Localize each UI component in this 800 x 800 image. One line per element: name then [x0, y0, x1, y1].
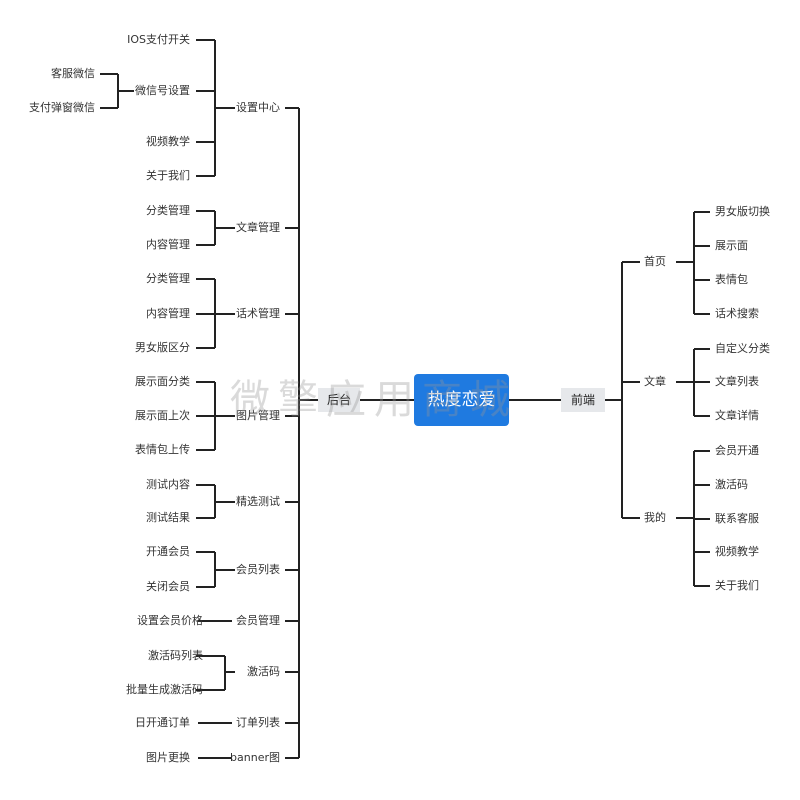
- backend-item[interactable]: 图片更换: [146, 751, 190, 764]
- backend-item[interactable]: 展示面分类: [135, 375, 190, 388]
- backend-item[interactable]: 视频教学: [146, 135, 190, 148]
- backend-item[interactable]: 日开通订单: [135, 716, 190, 729]
- frontend-item[interactable]: 文章详情: [715, 409, 759, 422]
- backend-item[interactable]: 表情包上传: [135, 443, 190, 456]
- root-node[interactable]: 热度恋爱: [414, 374, 509, 426]
- frontend-category[interactable]: 文章: [644, 375, 666, 388]
- backend-category[interactable]: 图片管理: [236, 409, 280, 422]
- backend-category[interactable]: 话术管理: [236, 307, 280, 320]
- backend-category[interactable]: 会员管理: [236, 614, 280, 627]
- backend-item[interactable]: 关闭会员: [146, 580, 190, 593]
- frontend-item[interactable]: 表情包: [715, 273, 748, 286]
- branch-backend[interactable]: 后台: [318, 388, 360, 412]
- backend-item[interactable]: 微信号设置: [135, 84, 190, 97]
- branch-frontend[interactable]: 前端: [561, 388, 605, 412]
- backend-category[interactable]: 会员列表: [236, 563, 280, 576]
- backend-category[interactable]: 订单列表: [236, 716, 280, 729]
- backend-item[interactable]: 分类管理: [146, 204, 190, 217]
- backend-item[interactable]: IOS支付开关: [127, 33, 190, 46]
- frontend-category[interactable]: 首页: [644, 255, 666, 268]
- backend-item[interactable]: 开通会员: [146, 545, 190, 558]
- frontend-item[interactable]: 话术搜索: [715, 307, 759, 320]
- frontend-item[interactable]: 展示面: [715, 239, 748, 252]
- frontend-item[interactable]: 男女版切换: [715, 205, 770, 218]
- frontend-category[interactable]: 我的: [644, 511, 666, 524]
- frontend-item[interactable]: 关于我们: [715, 579, 759, 592]
- backend-item[interactable]: 批量生成激活码: [126, 683, 203, 696]
- frontend-item[interactable]: 视频教学: [715, 545, 759, 558]
- backend-item[interactable]: 关于我们: [146, 169, 190, 182]
- backend-subitem[interactable]: 客服微信: [51, 67, 95, 80]
- frontend-item[interactable]: 激活码: [715, 478, 748, 491]
- backend-item[interactable]: 分类管理: [146, 272, 190, 285]
- backend-subitem[interactable]: 支付弹窗微信: [29, 101, 95, 114]
- backend-item[interactable]: 内容管理: [146, 307, 190, 320]
- frontend-item[interactable]: 会员开通: [715, 444, 759, 457]
- backend-category[interactable]: 设置中心: [236, 101, 280, 114]
- backend-item[interactable]: 测试结果: [146, 511, 190, 524]
- frontend-item[interactable]: 联系客服: [715, 512, 759, 525]
- frontend-item[interactable]: 文章列表: [715, 375, 759, 388]
- backend-category[interactable]: banner图: [230, 751, 280, 764]
- backend-category[interactable]: 精选测试: [236, 495, 280, 508]
- backend-item[interactable]: 测试内容: [146, 478, 190, 491]
- backend-category[interactable]: 文章管理: [236, 221, 280, 234]
- backend-item[interactable]: 男女版区分: [135, 341, 190, 354]
- backend-item[interactable]: 展示面上次: [135, 409, 190, 422]
- backend-item[interactable]: 设置会员价格: [137, 614, 203, 627]
- backend-category[interactable]: 激活码: [247, 665, 280, 678]
- frontend-item[interactable]: 自定义分类: [715, 342, 770, 355]
- backend-item[interactable]: 内容管理: [146, 238, 190, 251]
- backend-item[interactable]: 激活码列表: [148, 649, 203, 662]
